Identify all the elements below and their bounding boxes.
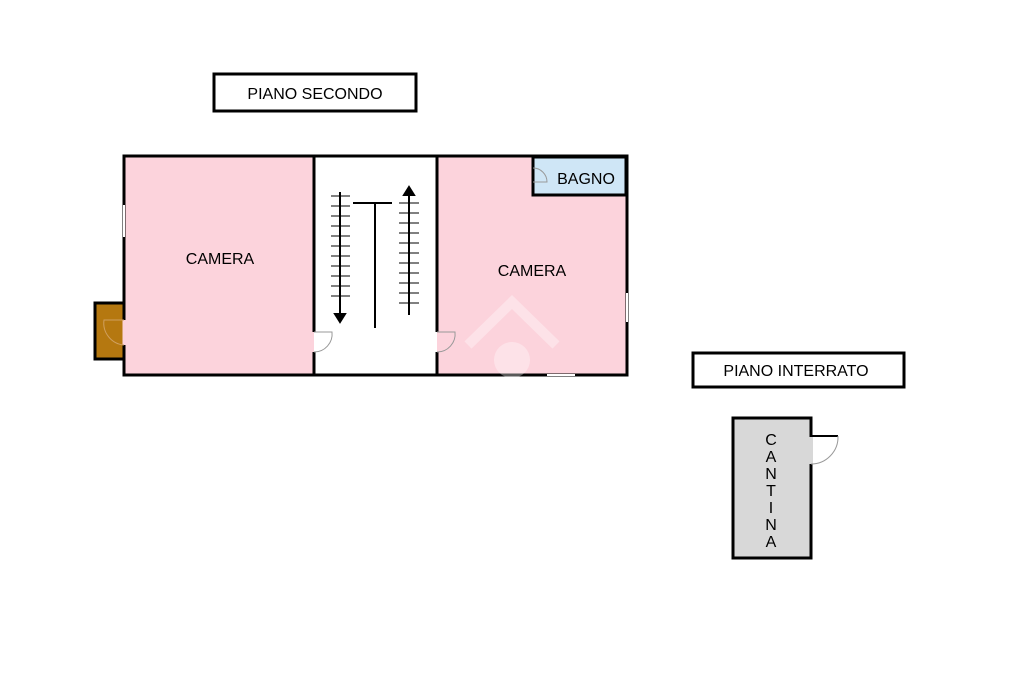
cantina-letter: A	[766, 534, 777, 551]
cantina-letter: N	[765, 517, 777, 534]
camera-right-label: CAMERA	[498, 263, 567, 280]
cantina-letter: T	[766, 483, 776, 500]
bagno-label: BAGNO	[557, 171, 615, 188]
svg-text:PIANO INTERRATO: PIANO INTERRATO	[723, 363, 868, 380]
cantina-room: C A N T I N A	[731, 416, 839, 560]
watermark-logo	[464, 295, 560, 378]
piano-interrato-label: PIANO INTERRATO	[691, 351, 906, 389]
cantina-letter: N	[765, 466, 777, 483]
piano-secondo-label: PIANO SECONDO	[212, 72, 418, 113]
svg-text:PIANO SECONDO: PIANO SECONDO	[247, 86, 382, 103]
door-icon	[810, 435, 839, 465]
staircase	[331, 185, 419, 328]
door-icon	[103, 167, 548, 353]
walls	[122, 154, 629, 377]
balcony	[93, 301, 126, 361]
cantina-letter: C	[765, 432, 777, 449]
camera-left-label: CAMERA	[186, 251, 255, 268]
cantina-letter: I	[769, 500, 773, 517]
cantina-letter: A	[766, 449, 777, 466]
camera-left-room	[124, 156, 314, 375]
bagno-room	[531, 155, 628, 197]
